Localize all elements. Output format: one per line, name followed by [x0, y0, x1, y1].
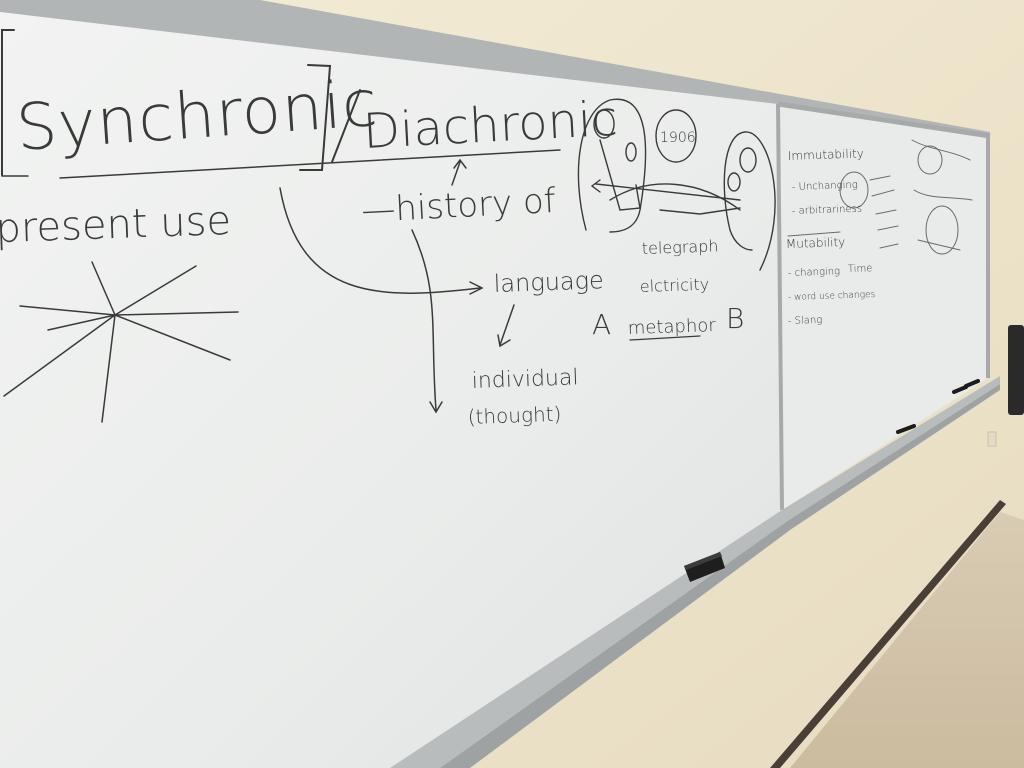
markers: [896, 379, 980, 434]
diachronic-label: Diachronic: [362, 91, 619, 160]
metaphor-label: metaphor: [627, 315, 716, 339]
heads-drawing: [577, 98, 776, 341]
baseboard: [770, 500, 1006, 768]
right-board-text: Immutability - Unchanging - arbitrarines…: [786, 146, 876, 327]
right-circle-1: [839, 171, 869, 209]
bracket-right: [299, 64, 332, 171]
letter-b: B: [726, 302, 744, 335]
whiteboard-right: [778, 104, 988, 510]
board-frame-top-right: [777, 101, 991, 139]
wall-outlet: [987, 431, 997, 447]
whiteboard-left: [0, 12, 782, 768]
language-label: language: [493, 266, 604, 298]
mutability-label: Mutability: [786, 235, 846, 251]
left-board-writing: [1, 29, 776, 423]
electricity-label: elctricity: [639, 275, 709, 296]
board-divider: [776, 103, 784, 511]
right-circle-3: [925, 205, 959, 255]
starburst: [3, 261, 239, 423]
unchanging-label: - Unchanging: [792, 180, 858, 193]
curve-arrow: [279, 187, 484, 295]
eraser: [684, 552, 725, 582]
letter-a: A: [592, 308, 611, 341]
changing-label: - changing: [788, 266, 841, 279]
right-scribble-1: [869, 175, 899, 249]
marker-tray-shadow: [440, 384, 1000, 768]
right-board-writing: [787, 139, 973, 255]
underline: [59, 149, 561, 179]
individual-label: individual: [471, 365, 579, 394]
slash: [331, 89, 361, 163]
telegraph-label: telegraph: [641, 236, 718, 258]
immutability-label: Immutability: [788, 146, 864, 163]
floor: [790, 512, 1024, 768]
down-arrow: [411, 229, 443, 414]
bracket-left: [1, 29, 15, 176]
present-use-label: present use: [0, 198, 232, 252]
slang-label: - Slang: [788, 315, 823, 327]
word-use-changes-label: - word use changes: [788, 290, 876, 303]
right-scribble-2: [911, 139, 973, 251]
lang-arrow: [497, 304, 515, 348]
right-underline: [787, 231, 841, 237]
circle-number: 1906: [660, 130, 696, 146]
thought-label: (thought): [467, 402, 561, 429]
arrow-up: [451, 158, 467, 186]
arbitrariness-label: - arbitrariness: [792, 204, 862, 217]
chair: [1008, 325, 1024, 415]
right-circle-2: [917, 145, 943, 175]
time-label: Time: [848, 263, 873, 275]
